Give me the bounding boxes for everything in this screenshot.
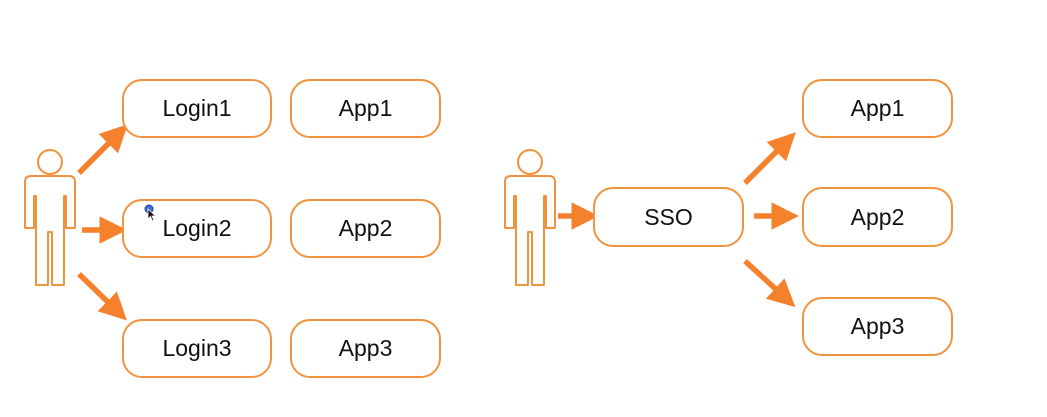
arrow-to-app3-sso	[743, 258, 796, 308]
sso-label: SSO	[644, 203, 693, 230]
app1-box-left: App1	[290, 79, 441, 138]
login2-label: Login2	[162, 215, 232, 241]
login3-box: Login3	[122, 319, 272, 378]
app3-label-left: App3	[338, 335, 393, 361]
app2-box-left: App2	[290, 199, 441, 258]
arrow-to-app1-sso	[743, 132, 796, 185]
app3-box-right: App3	[802, 297, 953, 356]
person-icon-right	[504, 149, 556, 286]
app2-label-left: App2	[338, 215, 393, 241]
login1-label: Login1	[162, 95, 232, 121]
app3-box-left: App3	[290, 319, 441, 378]
app3-label-right: App3	[850, 313, 905, 339]
app2-box-right: App2	[802, 187, 953, 247]
arrow-to-login1	[77, 124, 128, 175]
app1-label-left: App1	[338, 95, 393, 121]
person-icon-left	[24, 149, 76, 286]
arrow-to-login3	[77, 272, 128, 321]
app1-label-right: App1	[850, 95, 905, 121]
login3-label: Login3	[162, 335, 232, 361]
app1-box-right: App1	[802, 79, 953, 138]
app2-label-right: App2	[850, 203, 905, 230]
mouse-cursor-icon	[144, 204, 157, 222]
login1-box: Login1	[122, 79, 272, 138]
sso-box: SSO	[593, 187, 744, 247]
